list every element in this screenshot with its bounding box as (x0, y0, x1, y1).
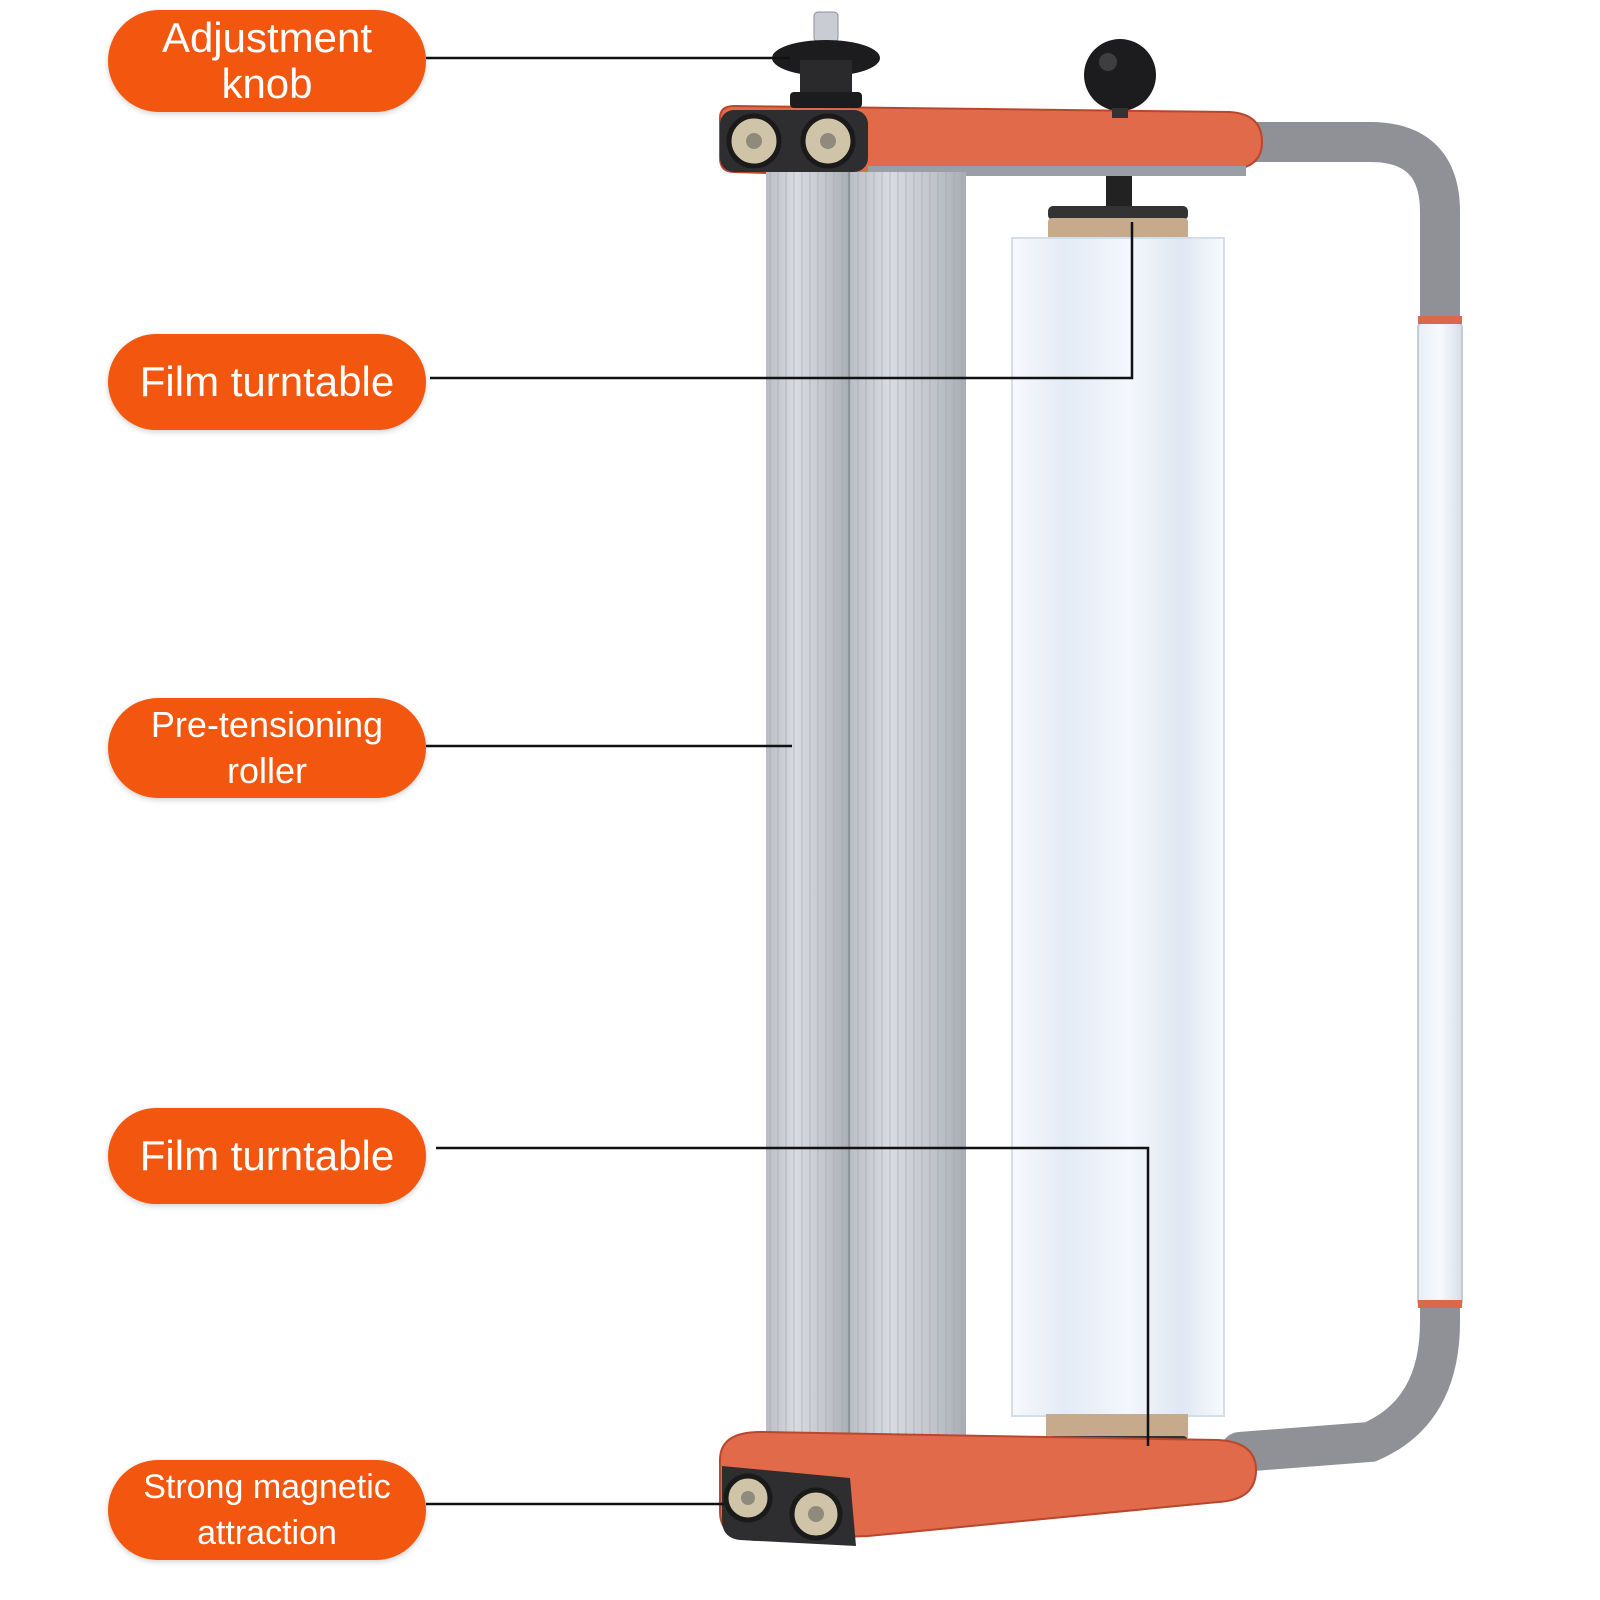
callout-line: Strong magnetic (143, 1468, 391, 1506)
top-magnets (720, 110, 868, 172)
callout-line: Pre-tensioning (150, 704, 384, 745)
callout-line: Film turntable (139, 358, 395, 405)
callout-line: Adjustment (161, 14, 373, 61)
callout-line: Film turntable (139, 1132, 395, 1179)
callout-line: knob (221, 60, 313, 107)
callout-film-turntable-bottom: Film turntable (108, 1108, 426, 1204)
adjustment-knob-shape (772, 11, 880, 108)
callout-strong-magnetic-attraction: Strong magnetic attraction (108, 1460, 426, 1560)
pre-tensioning-rollers (766, 172, 966, 1482)
bottom-magnets (722, 1466, 856, 1546)
callout-line: attraction (197, 1514, 337, 1552)
leader-lines (426, 56, 1150, 1506)
film-turntable-top-shape (1048, 176, 1188, 240)
callout-pre-tensioning-roller: Pre-tensioning roller (108, 698, 426, 798)
leader-film-turntable-bottom (436, 1146, 1150, 1446)
callout-line: roller (226, 750, 307, 791)
ball-knob-shape (1084, 39, 1156, 118)
callout-adjustment-knob: Adjustment knob (108, 10, 426, 112)
leader-film-turntable-top (430, 222, 1134, 380)
film-roll (1011, 237, 1225, 1450)
handle-bar (1220, 122, 1463, 1472)
callout-film-turntable-top: Film turntable (108, 334, 426, 430)
